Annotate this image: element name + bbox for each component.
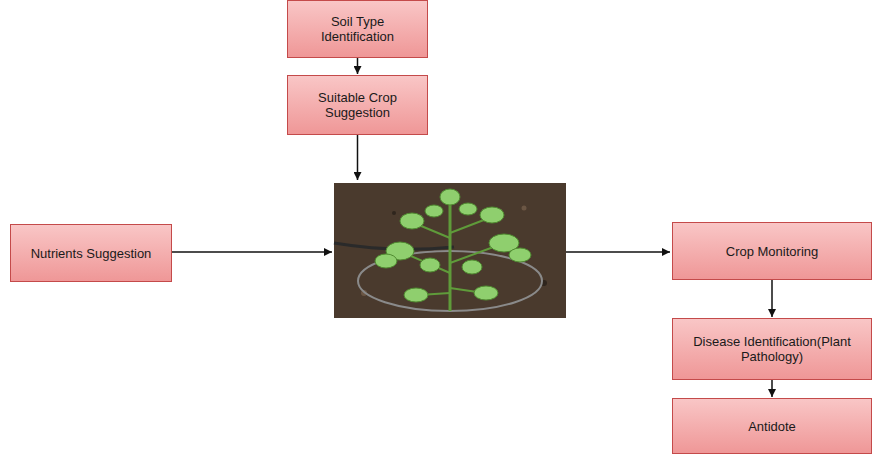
box-label: Suitable Crop Suggestion [296,90,419,120]
process-box: Suitable Crop Suggestion [287,75,428,135]
flow-arrow [172,251,332,253]
box-label: Nutrients Suggestion [31,246,152,261]
process-box: Antidote [672,398,872,454]
connector-arrow [771,380,773,397]
process-box: Soil Type Identification [287,0,428,58]
flow-arrow [357,135,359,180]
box-label: Antidote [748,419,796,434]
flow-arrow [566,251,670,253]
box-label: Crop Monitoring [726,244,819,259]
process-box: Nutrients Suggestion [10,224,172,282]
process-box: Crop Monitoring [672,222,872,280]
box-label: Disease Identification(Plant Pathology) [681,334,863,364]
box-label: Soil Type Identification [296,14,419,44]
connector-arrow [771,280,773,317]
plant-photo [334,183,566,318]
flow-arrows [172,135,670,252]
process-box: Disease Identification(Plant Pathology) [672,318,872,380]
connector-arrow [357,58,359,74]
